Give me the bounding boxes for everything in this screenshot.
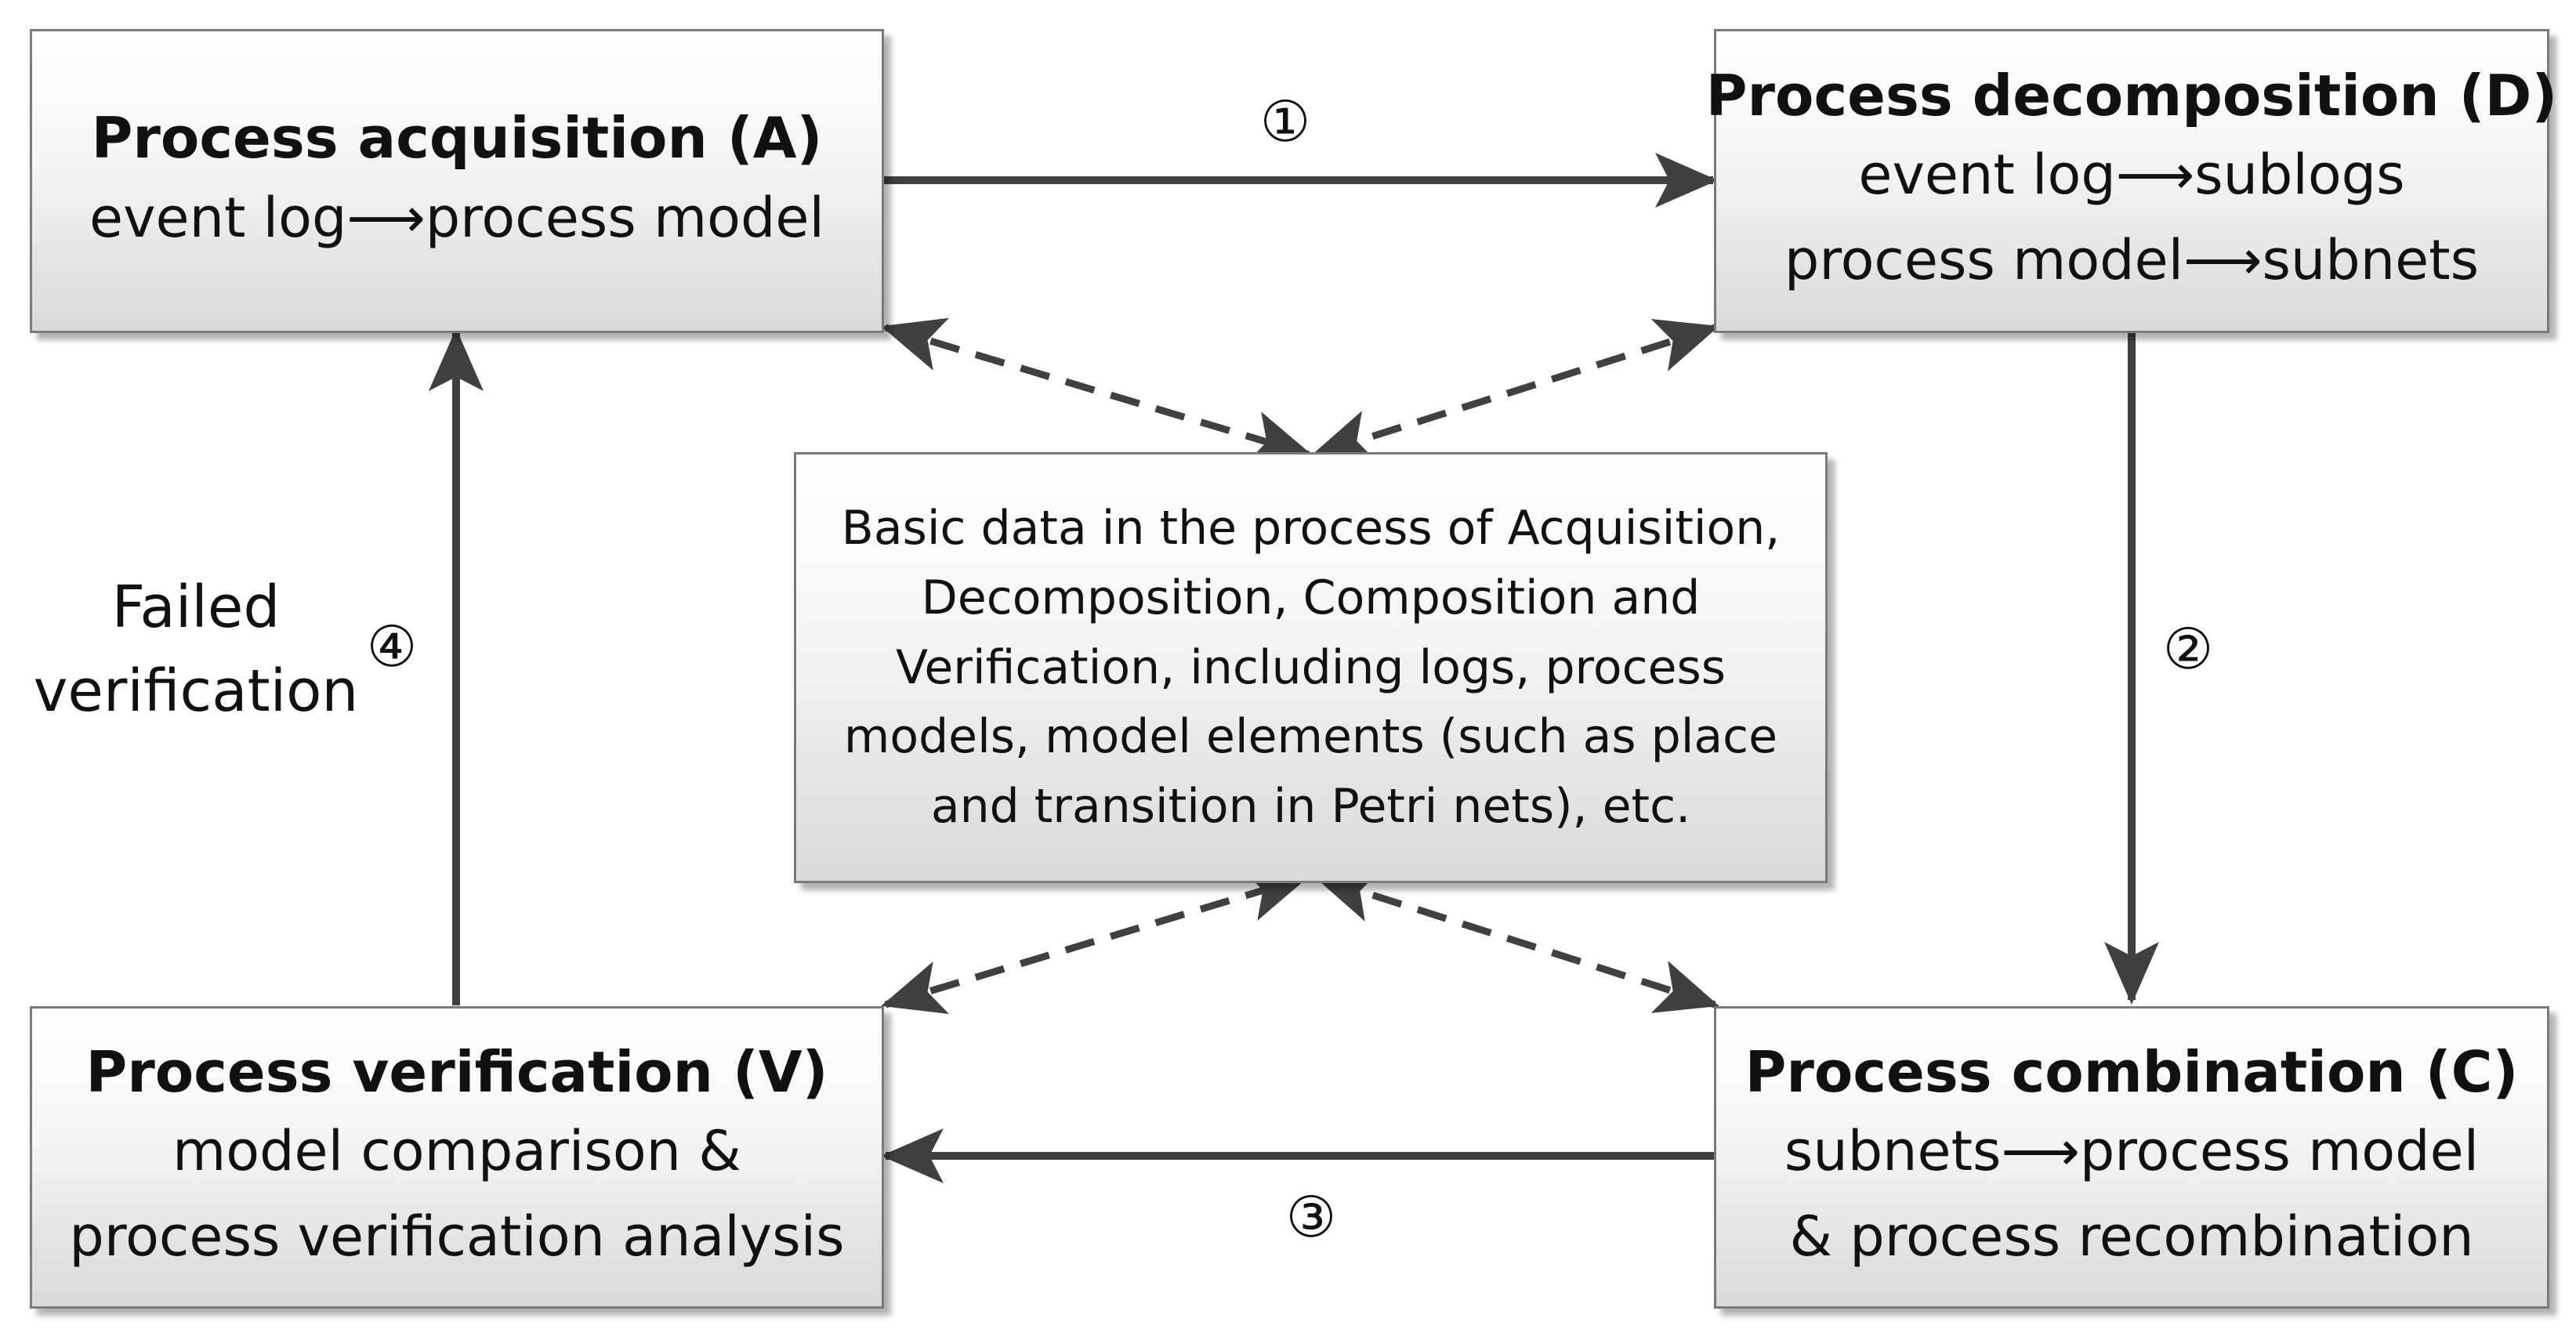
process-combination-title: Process combination (C) (1745, 1038, 2519, 1105)
dashed-arrow-a-center (881, 317, 1313, 465)
basic-data-line-1: Basic data in the process of Acquisition… (841, 501, 1781, 556)
process-decomposition-title: Process decomposition (D) (1705, 62, 2558, 129)
step-3-label: ③ (1285, 1184, 1337, 1250)
process-verification-title: Process verification (V) (85, 1038, 828, 1105)
basic-data-line-3: Verification, including logs, process (895, 639, 1726, 695)
process-decomposition-line-1: event log⟶sublogs (1858, 143, 2405, 208)
failed-verification-line-1: Failed (111, 574, 281, 641)
process-verification-line-2: process verification analysis (69, 1204, 845, 1269)
step-1-label: ① (1259, 89, 1311, 154)
process-acquisition-line-1: event log⟶process model (89, 185, 824, 250)
dashed-arrow-d-center (1310, 319, 1719, 463)
process-acquisition-box: Process acquisition (A) event log⟶proces… (30, 29, 884, 333)
failed-verification-label: Failed verification (24, 566, 368, 734)
process-verification-line-1: model comparison & (172, 1119, 741, 1184)
basic-data-line-4: models, model elements (such as place (843, 709, 1778, 765)
process-decomposition-box: Process decomposition (D) event log⟶subl… (1706, 29, 2557, 333)
basic-data-line-5: and transition in Petri nets), etc. (930, 779, 1691, 835)
process-combination-box: Process combination (C) subnets⟶process … (1714, 1006, 2549, 1309)
process-combination-line-2: & process recombination (1789, 1204, 2474, 1269)
dashed-arrow-c-center (1313, 869, 1719, 1013)
basic-data-line-2: Decomposition, Composition and (921, 570, 1701, 625)
dashed-arrow-v-center (881, 867, 1310, 1015)
process-verification-box: Process verification (V) model compariso… (30, 1006, 884, 1309)
step-4-label: ④ (366, 614, 418, 679)
process-acquisition-title: Process acquisition (A) (91, 104, 823, 171)
process-decomposition-line-2: process model⟶subnets (1784, 227, 2480, 292)
step-2-label: ② (2162, 616, 2214, 682)
process-combination-line-1: subnets⟶process model (1784, 1119, 2480, 1184)
basic-data-box: Basic data in the process of Acquisition… (794, 452, 1828, 883)
failed-verification-line-2: verification (33, 657, 359, 726)
